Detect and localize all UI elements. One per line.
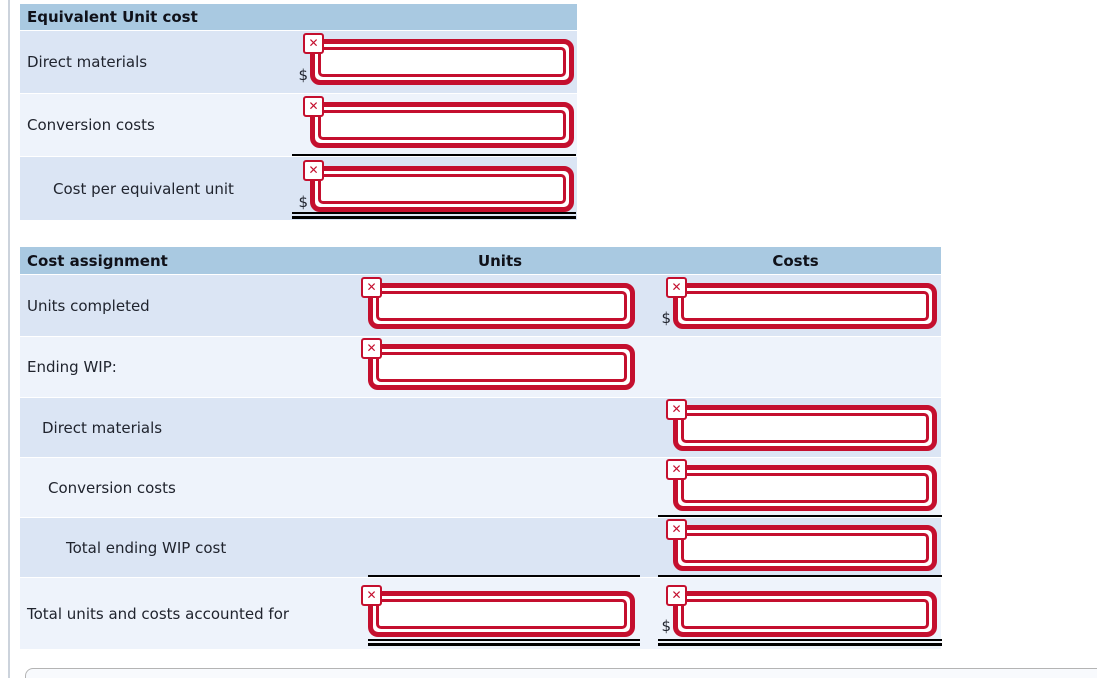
row-label: Ending WIP: [27,358,117,376]
answer-box-frame [673,282,937,329]
table-row: Units completed ✕ $ ✕ [20,274,941,336]
cost-per-equivalent-unit-input[interactable] [318,173,566,204]
incorrect-icon: ✕ [361,584,382,606]
row-label: Units completed [27,296,150,315]
answer-box: ✕ [361,276,635,329]
total-units-accounted-for-input[interactable] [376,598,627,629]
cost-assignment-header: Cost assignment Units Costs [20,247,941,274]
answer-box: ✕ [361,584,635,637]
row-label: Cost per equivalent unit [53,179,234,198]
answer-box-frame [368,282,635,329]
subtotal-underline [292,154,576,156]
answer-box-frame [368,344,635,390]
answer-box-frame [310,102,574,148]
cost-assignment-table: Cost assignment Units Costs Units comple… [20,247,942,649]
units-cell [350,398,650,457]
row-label: Direct materials [42,418,163,437]
table-row: Conversion costs ✕ [20,93,577,156]
answer-box: ✕ [303,33,574,85]
currency-prefix: $ [298,193,308,211]
units-cell: ✕ [350,578,650,649]
answer-box: ✕ [666,398,937,451]
total-ending-wip-cost-input[interactable] [681,532,929,563]
table-title: Cost assignment [27,251,168,270]
content-left-border [8,0,10,678]
table-row: Ending WIP: ✕ [20,336,941,397]
answer-cell: $ ✕ [290,157,577,220]
answer-box: ✕ [361,338,635,390]
total-double-underline [368,639,640,646]
costs-cell [650,337,941,397]
ending-wip-conversion-costs-input[interactable] [681,472,929,503]
subtotal-underline [658,515,942,517]
currency-prefix: $ [661,617,671,635]
total-costs-accounted-for-input[interactable] [681,598,929,629]
answer-box: ✕ [666,276,937,329]
incorrect-icon: ✕ [303,33,324,54]
table-row: Conversion costs ✕ [20,457,942,517]
answer-box-frame [368,590,635,637]
row-label: Direct materials [27,53,148,71]
currency-prefix: $ [298,66,308,84]
equivalent-unit-cost-table: Equivalent Unit cost Direct materials $ … [20,4,577,220]
answer-cell: $ ✕ [290,31,577,93]
row-label: Conversion costs [27,116,155,134]
answer-box: ✕ [666,584,937,637]
conversion-costs-unit-cost-input[interactable] [318,110,566,140]
costs-cell: ✕ [650,398,941,457]
answer-box: ✕ [303,159,574,212]
total-double-underline [292,212,576,219]
row-label: Conversion costs [48,478,176,497]
incorrect-icon: ✕ [361,276,382,298]
table-row: Total units and costs accounted for ✕ $ … [20,577,942,649]
costs-cell: ✕ [650,518,941,577]
table-title: Equivalent Unit cost [27,8,198,26]
answer-box-frame [310,39,574,85]
table-row: Direct materials ✕ [20,397,941,457]
answer-box: ✕ [666,458,937,511]
next-section-panel [25,668,1097,678]
units-cell: ✕ [350,337,650,397]
ending-wip-units-input[interactable] [376,352,627,382]
answer-box-frame [673,464,937,511]
row-label: Total ending WIP cost [66,538,227,557]
incorrect-icon: ✕ [666,518,687,540]
units-cell [350,518,650,577]
table-row: Direct materials $ ✕ [20,30,577,93]
subtotal-underline [368,575,640,577]
incorrect-icon: ✕ [361,338,382,359]
incorrect-icon: ✕ [666,458,687,480]
table-row: Cost per equivalent unit $ ✕ [20,156,577,220]
incorrect-icon: ✕ [666,584,687,606]
incorrect-icon: ✕ [666,398,687,420]
answer-box-frame [673,404,937,451]
answer-box-frame [310,165,574,212]
answer-box: ✕ [666,518,937,571]
units-cell [350,458,650,517]
row-label: Total units and costs accounted for [27,604,290,623]
units-cell: ✕ [350,275,650,336]
answer-box-frame [673,524,937,571]
column-header-units: Units [477,251,523,270]
subtotal-underline [658,575,942,577]
units-completed-units-input[interactable] [376,290,627,321]
costs-cell: ✕ [650,458,941,517]
answer-box: ✕ [303,96,574,148]
direct-materials-unit-cost-input[interactable] [318,47,566,77]
total-double-underline [658,639,942,646]
costs-cell: $ ✕ [650,275,941,336]
incorrect-icon: ✕ [666,276,687,298]
units-completed-costs-input[interactable] [681,290,929,321]
answer-box-frame [673,590,937,637]
table-row: Total ending WIP cost ✕ [20,517,942,577]
equivalent-unit-cost-header: Equivalent Unit cost [20,4,577,30]
currency-prefix: $ [661,309,671,327]
incorrect-icon: ✕ [303,159,324,181]
answer-cell: ✕ [290,94,577,156]
ending-wip-direct-materials-costs-input[interactable] [681,412,929,443]
incorrect-icon: ✕ [303,96,324,117]
column-header-costs: Costs [772,251,819,270]
costs-cell: $ ✕ [650,578,941,649]
